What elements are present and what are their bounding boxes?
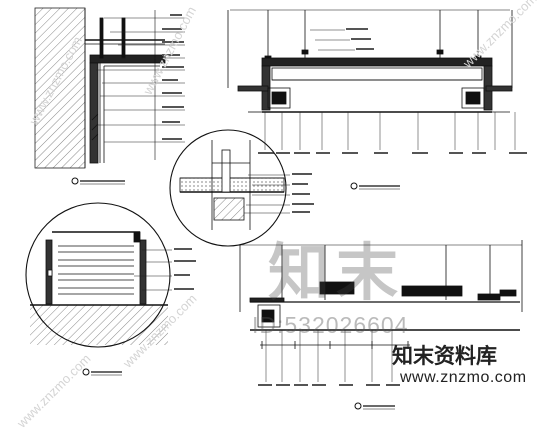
detail-5-note-strokes	[258, 384, 400, 386]
detail-2-leaders	[264, 29, 516, 150]
detail-4-title-mark	[82, 368, 122, 376]
watermark-id: ID:532026604	[252, 312, 409, 338]
detail-3-circular-enlargement	[169, 129, 287, 247]
detail-2-note-strokes	[258, 28, 527, 154]
detail-2-ceiling-section	[227, 9, 513, 113]
detail-5-title-mark	[354, 402, 395, 410]
detail-2-title-mark	[350, 182, 400, 190]
cad-detail-drawing	[25, 7, 527, 410]
detail-1-title-mark	[71, 177, 125, 185]
watermark-url: www.znzmo.com	[400, 369, 527, 386]
detail-4-note-strokes	[174, 248, 196, 290]
detail-3-leaders	[244, 174, 290, 214]
watermark-logo: 知末	[268, 236, 405, 309]
watermark-site-name: 知末资料库	[392, 344, 497, 368]
detail-1-wall-section	[34, 7, 166, 169]
detail-5-leaders	[265, 330, 393, 382]
detail-4-leaders	[134, 249, 172, 291]
detail-3-note-strokes	[292, 173, 314, 213]
detail-1-leaders	[96, 17, 185, 143]
detail-1-note-strokes	[162, 14, 184, 140]
detail-4-circular-enlargement	[25, 202, 171, 348]
detail-5-ceiling-section	[239, 240, 523, 349]
